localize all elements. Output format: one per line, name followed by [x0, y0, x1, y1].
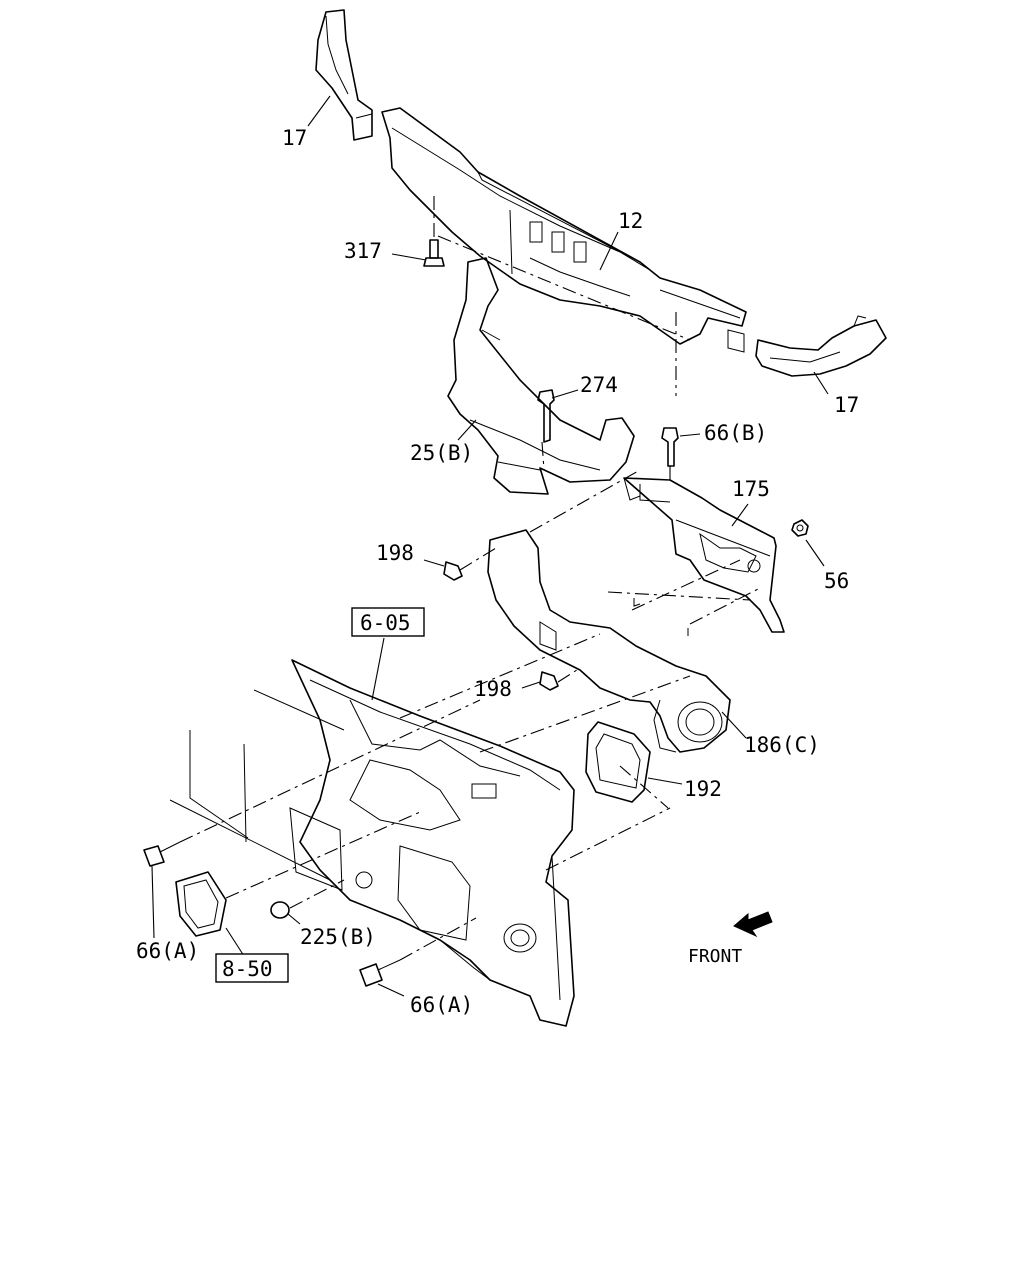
bolt-66b [661, 427, 679, 467]
defroster-duct-main [381, 107, 747, 353]
callout-225b: 225(B) [300, 925, 376, 949]
floor-duct-pipe [487, 529, 731, 753]
bolt-317 [423, 239, 445, 267]
clip-198-upper [443, 561, 463, 581]
center-vent-duct [447, 257, 635, 495]
bolt-66a-bottom [359, 959, 401, 987]
callout-25b: 25(B) [410, 441, 473, 465]
bolt-66a-left [143, 841, 181, 867]
bolt-274 [537, 389, 555, 443]
side-vent-duct-right [755, 315, 887, 377]
callout-66a-bottom: 66(A) [410, 993, 473, 1017]
gasket-8-50-part [175, 871, 227, 937]
callout-198-top: 198 [376, 541, 414, 565]
front-direction-indicator: FRONT [688, 911, 773, 967]
clip-198-lower [539, 671, 559, 691]
ref-6-05-label: 6-05 [360, 611, 411, 635]
callout-192: 192 [684, 777, 722, 801]
front-label: FRONT [688, 946, 742, 967]
callout-66a-left: 66(A) [136, 939, 199, 963]
reference-box-8-50[interactable]: 8-50 [215, 953, 289, 983]
side-vent-duct-left [315, 9, 373, 141]
reference-box-6-05[interactable]: 6-05 [351, 607, 425, 637]
callout-186c: 186(C) [744, 733, 820, 757]
callout-66b: 66(B) [704, 421, 767, 445]
duct-gasket-frame [585, 721, 651, 803]
callout-317: 317 [344, 239, 382, 263]
assembly-lines [179, 196, 761, 961]
callout-56: 56 [824, 569, 849, 593]
callout-274: 274 [580, 373, 618, 397]
callout-198-mid: 198 [474, 677, 512, 701]
leader-lines [151, 95, 829, 997]
callout-17-top: 17 [282, 126, 307, 150]
nut-56 [791, 519, 809, 537]
callout-17-right: 17 [834, 393, 859, 417]
callout-labels: 17 12 317 17 274 25(B) 66(B) 175 198 56 … [136, 126, 859, 1017]
callout-175: 175 [732, 477, 770, 501]
callout-12: 12 [618, 209, 643, 233]
ref-8-50-label: 8-50 [222, 957, 273, 981]
bracket-panel [623, 477, 785, 633]
dash-panel-cowl [169, 659, 575, 1027]
front-arrow-icon [733, 911, 773, 938]
plug-225b [270, 901, 290, 919]
